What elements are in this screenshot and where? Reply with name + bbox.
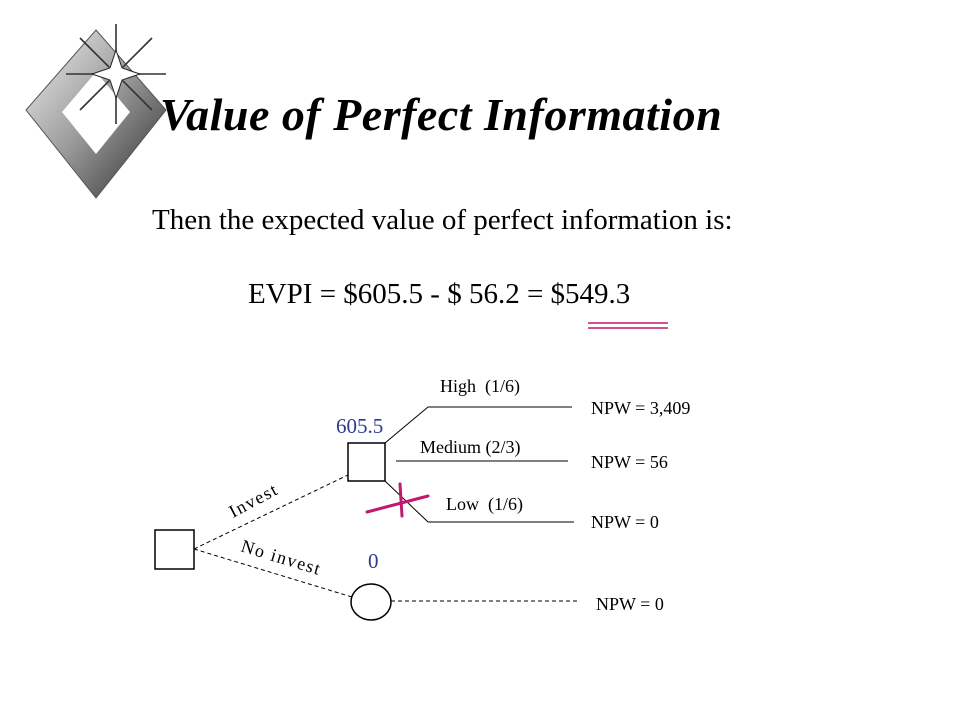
page-title: Value of Perfect Information [160, 89, 723, 140]
no-invest-label: No invest [239, 536, 324, 579]
high-branch-label: High (1/6) [440, 376, 520, 397]
slide-subtitle: Then the expected value of perfect infor… [152, 204, 733, 236]
invest-decision-node [347, 442, 386, 482]
medium-branch-label: Medium (2/3) [420, 437, 521, 458]
low-branch-label: Low (1/6) [446, 494, 523, 515]
high-npw: NPW = 3,409 [591, 398, 690, 418]
sparkle-diamond-icon [25, 24, 167, 199]
invest-value: 605.5 [336, 414, 383, 438]
invest-branch-line [193, 473, 351, 550]
cross-out-mark [365, 482, 430, 518]
root-decision-node [154, 529, 195, 570]
no-invest-npw: NPW = 0 [596, 594, 664, 614]
no-invest-terminal-node [350, 583, 392, 621]
low-npw: NPW = 0 [591, 512, 659, 532]
high-branch-diagonal [384, 406, 429, 444]
evpi-equation: EVPI = $605.5 - $ 56.2 = $549.3 [248, 278, 631, 310]
invest-label: Invest [225, 479, 281, 522]
medium-npw: NPW = 56 [591, 452, 668, 472]
no-invest-value: 0 [368, 549, 379, 573]
result-underline [588, 322, 668, 329]
